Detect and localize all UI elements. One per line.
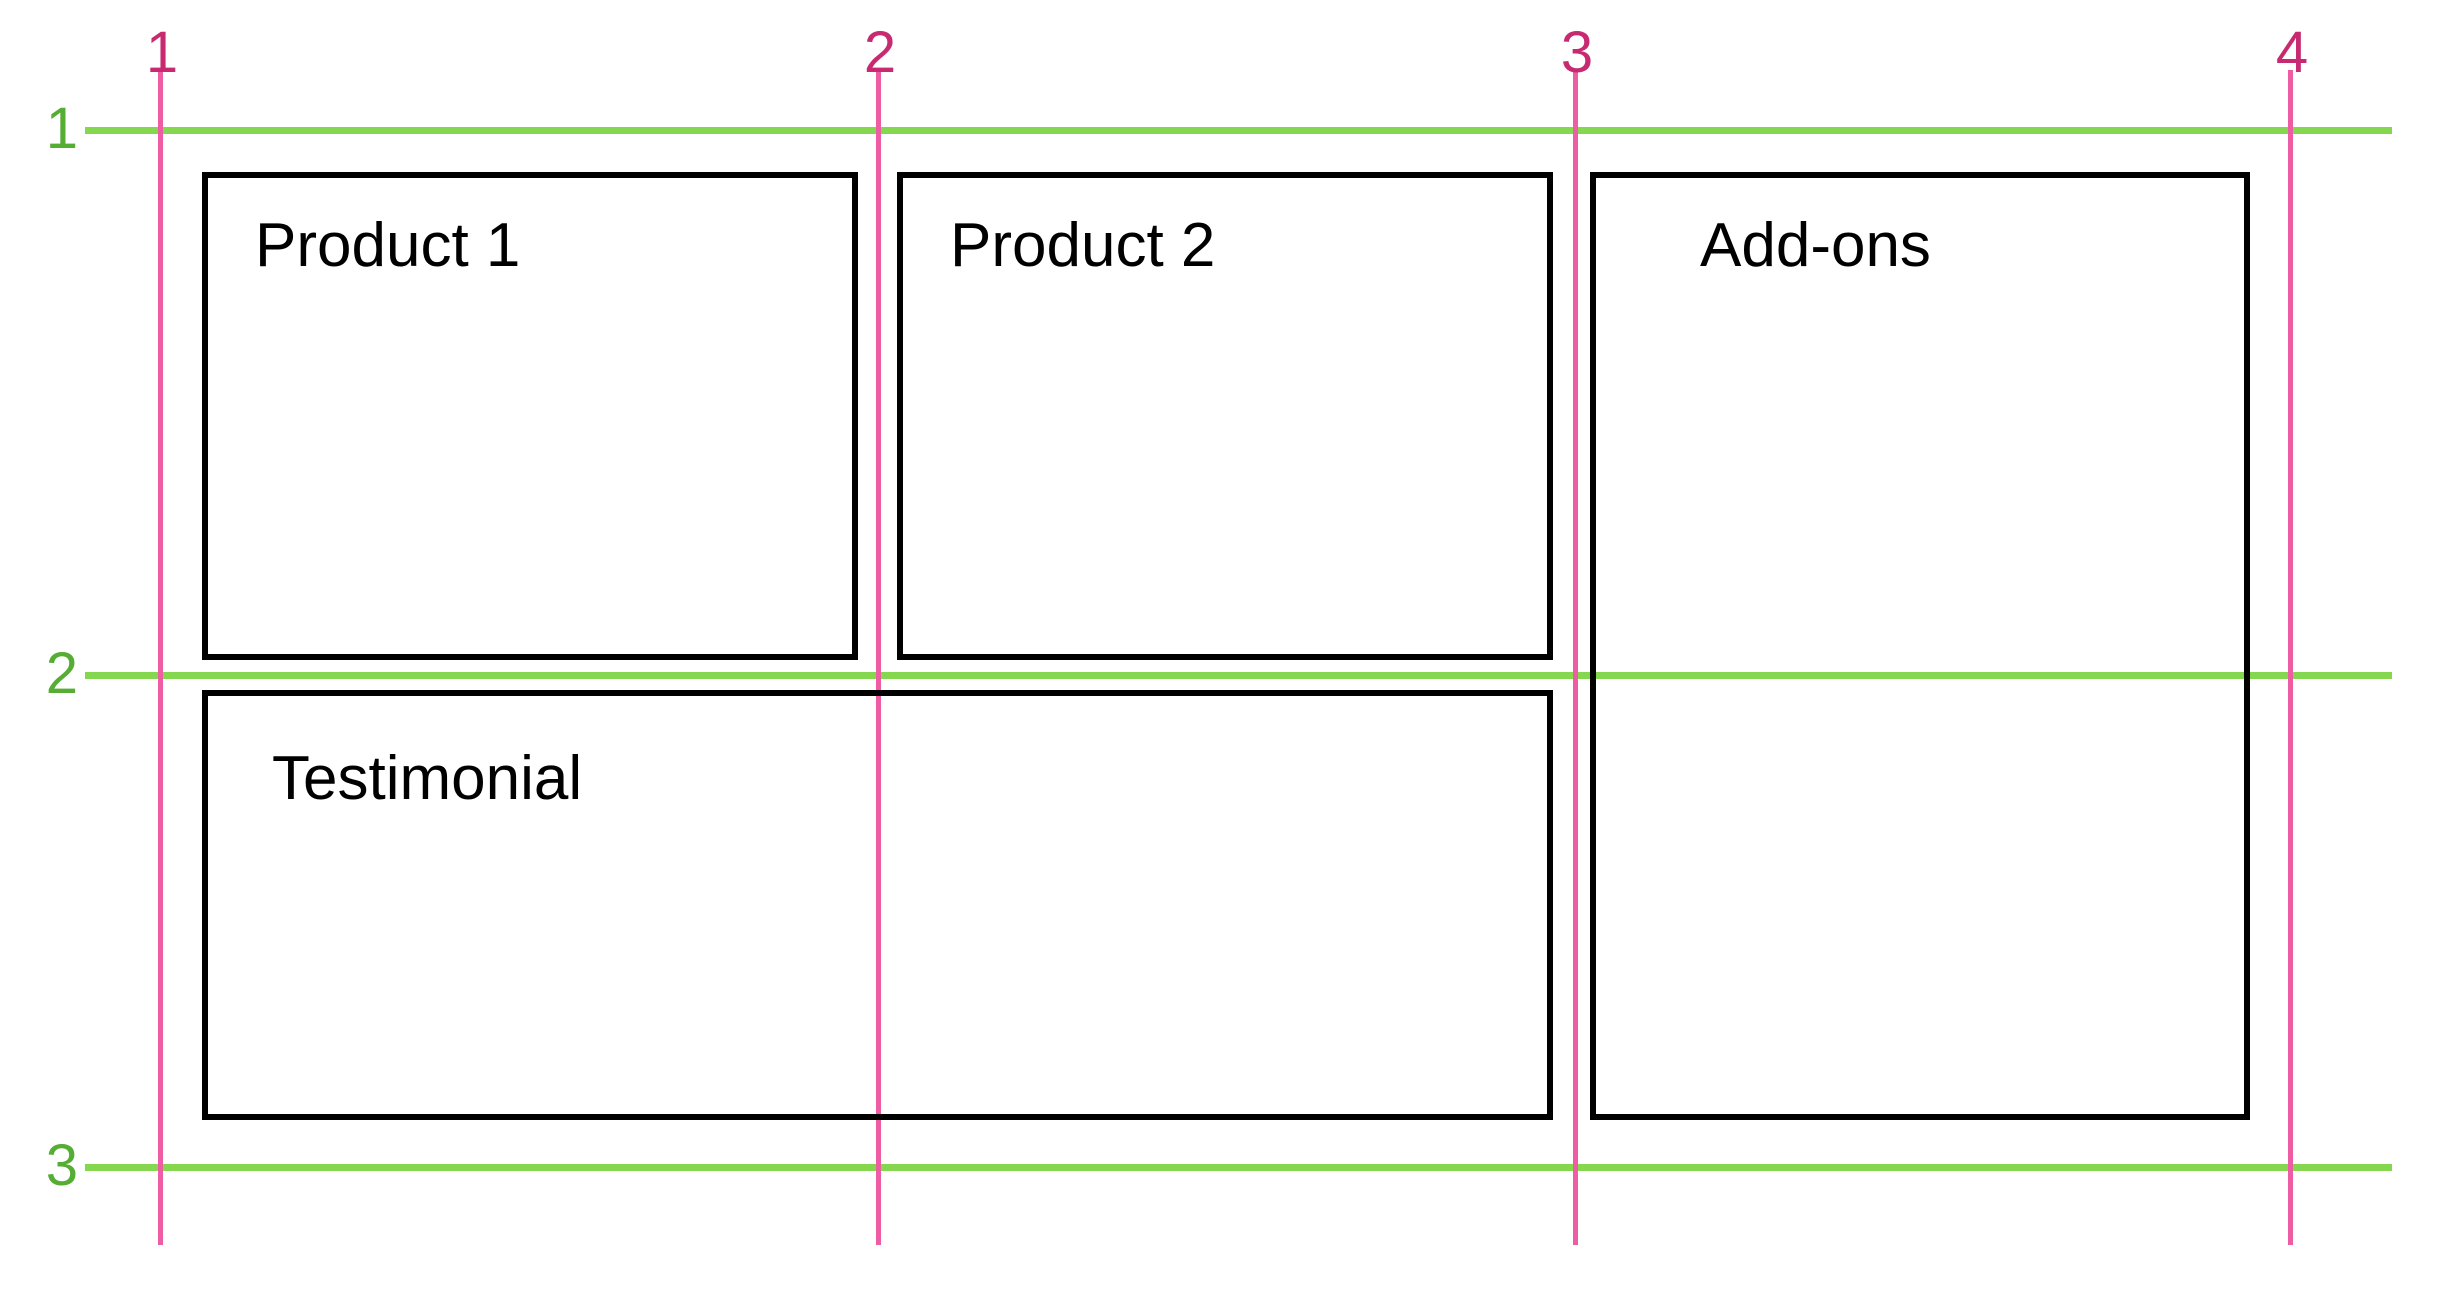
grid-column-number-1: 1 <box>145 20 179 85</box>
grid-row-number-1: 1 <box>45 96 78 161</box>
grid-column-number-4: 4 <box>2275 20 2309 85</box>
grid-item-testimonial[interactable] <box>202 690 1553 1120</box>
grid-column-line-4 <box>2288 70 2293 1245</box>
grid-item-label-product-1: Product 1 <box>255 211 521 280</box>
grid-row-number-3: 3 <box>45 1133 78 1198</box>
grid-column-line-3 <box>1573 70 1578 1245</box>
grid-column-number-2: 2 <box>863 20 897 85</box>
grid-item-label-product-2: Product 2 <box>950 211 1216 280</box>
grid-item-product-1[interactable] <box>202 172 858 660</box>
grid-row-number-2: 2 <box>45 641 78 706</box>
grid-item-add-ons[interactable] <box>1590 172 2250 1120</box>
grid-item-label-add-ons: Add-ons <box>1700 211 1931 280</box>
grid-column-number-3: 3 <box>1560 20 1594 85</box>
grid-row-line-3 <box>85 1164 2392 1171</box>
grid-column-line-2 <box>876 70 881 1245</box>
grid-row-line-2 <box>85 672 2392 679</box>
grid-column-line-1 <box>158 70 163 1245</box>
grid-item-label-testimonial: Testimonial <box>272 744 583 813</box>
grid-item-product-2[interactable] <box>897 172 1553 660</box>
grid-row-line-1 <box>85 127 2392 134</box>
